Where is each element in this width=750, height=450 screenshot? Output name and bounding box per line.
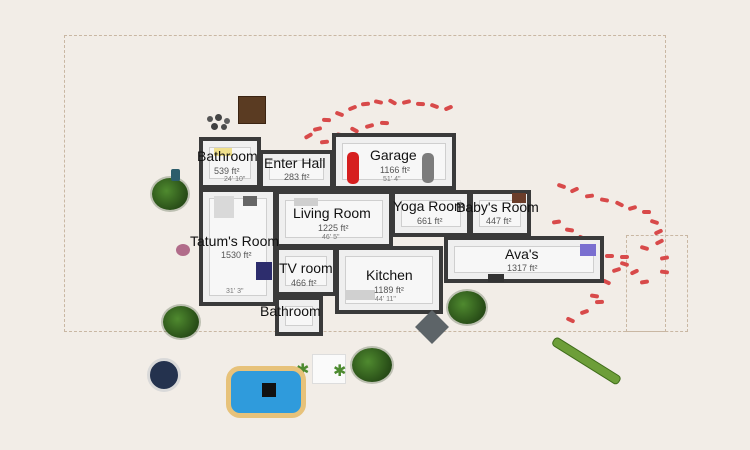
room-label: TV room — [279, 260, 333, 276]
flower-icon — [619, 254, 630, 260]
room-area: 661 ft² — [417, 216, 443, 226]
flower-icon — [641, 209, 652, 215]
room-area: 1225 ft² — [318, 223, 349, 233]
red-car — [347, 152, 359, 184]
room-yoga[interactable] — [391, 190, 471, 237]
flower-icon — [415, 101, 426, 107]
palm-icon: ✱ — [333, 363, 347, 380]
lamp-post-icon — [171, 169, 180, 181]
room-area: 283 ft² — [284, 172, 310, 182]
room-label: Tatum's Room — [190, 233, 280, 249]
flower-icon — [360, 101, 371, 107]
patio-mat — [312, 354, 346, 384]
tree-icon — [152, 178, 188, 210]
lot-boundary — [64, 35, 666, 332]
flower-icon — [594, 299, 605, 305]
flower-icon — [605, 254, 614, 258]
crib — [580, 244, 596, 256]
room-dimension: 44' 11" — [375, 296, 396, 303]
lot-boundary-ext — [626, 235, 688, 332]
room-area: 539 ft² — [214, 166, 240, 176]
dresser — [488, 274, 504, 282]
bed — [214, 196, 234, 218]
sofa — [294, 198, 318, 206]
room-bathroom-bottom[interactable] — [275, 296, 323, 336]
room-avas[interactable] — [444, 236, 604, 283]
room-label: Garage — [370, 147, 417, 163]
room-label: Living Room — [293, 205, 371, 221]
room-area: 1317 ft² — [507, 263, 538, 273]
swimming-pool — [226, 366, 306, 418]
counter — [345, 290, 375, 300]
trampoline-icon — [147, 358, 181, 392]
desk — [243, 196, 257, 206]
room-area: 1166 ft² — [380, 165, 410, 175]
room-area: 447 ft² — [486, 216, 512, 226]
flower-icon — [379, 120, 390, 126]
chair — [256, 262, 272, 280]
room-label: Baby's Room — [456, 199, 539, 215]
room-area: 466 ft² — [291, 278, 317, 288]
gray-car — [422, 153, 434, 183]
tree-icon — [448, 291, 486, 324]
room-dimension: 46' 5" — [322, 234, 340, 241]
room-dimension: 31' 3" — [226, 288, 244, 295]
flower-icon — [321, 117, 332, 123]
changing-table — [512, 193, 526, 203]
tree-icon — [352, 348, 392, 382]
room-label: Bathroom — [260, 303, 321, 319]
rock-cluster — [205, 112, 237, 132]
room-label: Bathroom — [197, 148, 258, 164]
vanity — [214, 148, 232, 156]
room-dimension: 51' 4" — [383, 176, 401, 183]
hedge-row — [550, 336, 623, 386]
room-label: Enter Hall — [264, 155, 326, 171]
room-label: Kitchen — [366, 267, 413, 283]
room-label: Yoga Room — [393, 198, 466, 214]
room-area: 1189 ft² — [374, 285, 404, 295]
garden-bed — [238, 96, 266, 124]
pink-planter — [176, 244, 190, 256]
room-label: Ava's — [505, 246, 539, 262]
room-dimension: 24' 10" — [224, 176, 246, 183]
room-area: 1530 ft² — [221, 250, 252, 260]
tree-icon — [163, 306, 199, 338]
